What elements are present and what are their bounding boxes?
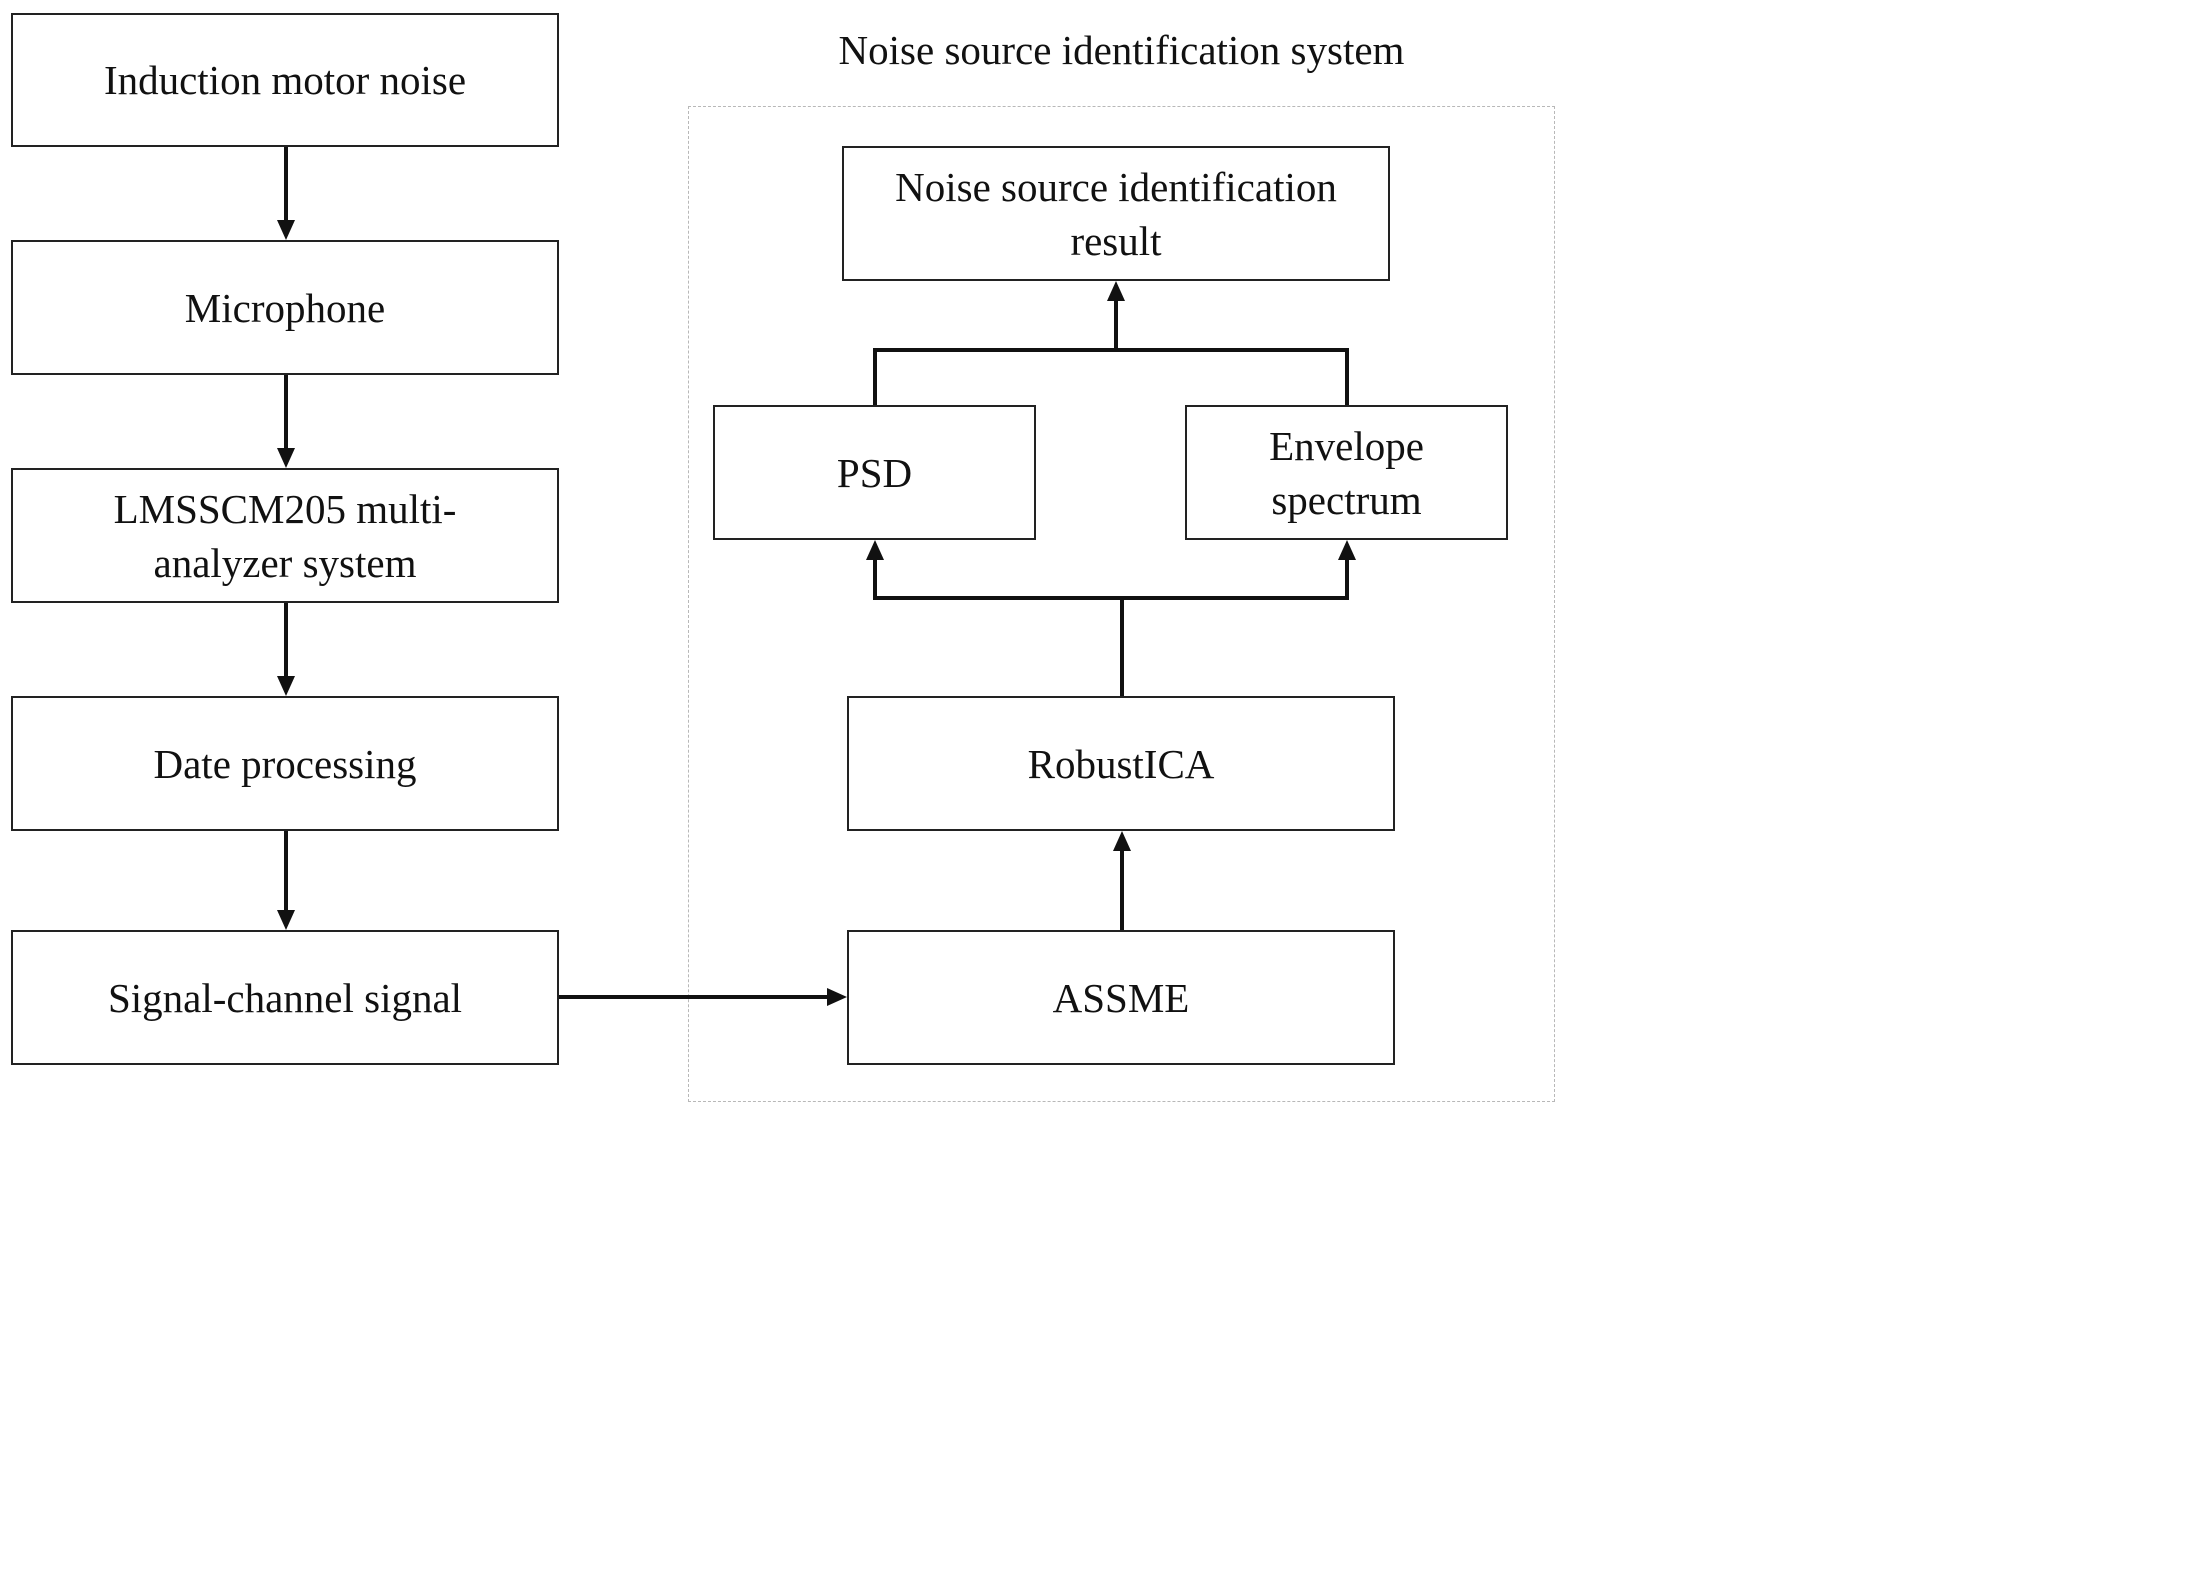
node-label: RobustICA [1027, 740, 1215, 787]
node-label: Noise source identification result [895, 163, 1337, 264]
arrowhead-signal [277, 910, 295, 930]
node-robustica: RobustICA [847, 696, 1395, 831]
node-label: Envelope spectrum [1269, 422, 1424, 523]
node-label: LMSSCM205 multi- analyzer system [113, 485, 457, 586]
node-lmsscm205: LMSSCM205 multi- analyzer system [11, 468, 559, 603]
node-signal-channel-signal: Signal-channel signal [11, 930, 559, 1065]
node-envelope-spectrum: Envelope spectrum [1185, 405, 1508, 540]
node-label: PSD [836, 449, 913, 496]
flowchart-canvas: Noise source identification system Induc… [11, 13, 1555, 1102]
node-identification-result: Noise source identification result [842, 146, 1390, 281]
system-title: Noise source identification system [838, 27, 1405, 73]
node-label: Signal-channel signal [107, 974, 463, 1021]
node-induction-motor-noise: Induction motor noise [11, 13, 559, 147]
node-psd: PSD [713, 405, 1036, 540]
arrowhead-lmsscm205 [277, 448, 295, 468]
node-date-processing: Date processing [11, 696, 559, 831]
node-label: Induction motor noise [103, 57, 467, 103]
noise-identification-system-frame [688, 106, 1555, 1102]
node-assme: ASSME [847, 930, 1395, 1065]
arrowhead-date-processing [277, 676, 295, 696]
node-microphone: Microphone [11, 240, 559, 375]
node-label: Microphone [184, 284, 386, 331]
arrowhead-microphone [277, 220, 295, 240]
node-label: Date processing [153, 740, 417, 787]
node-label: ASSME [1052, 974, 1190, 1021]
